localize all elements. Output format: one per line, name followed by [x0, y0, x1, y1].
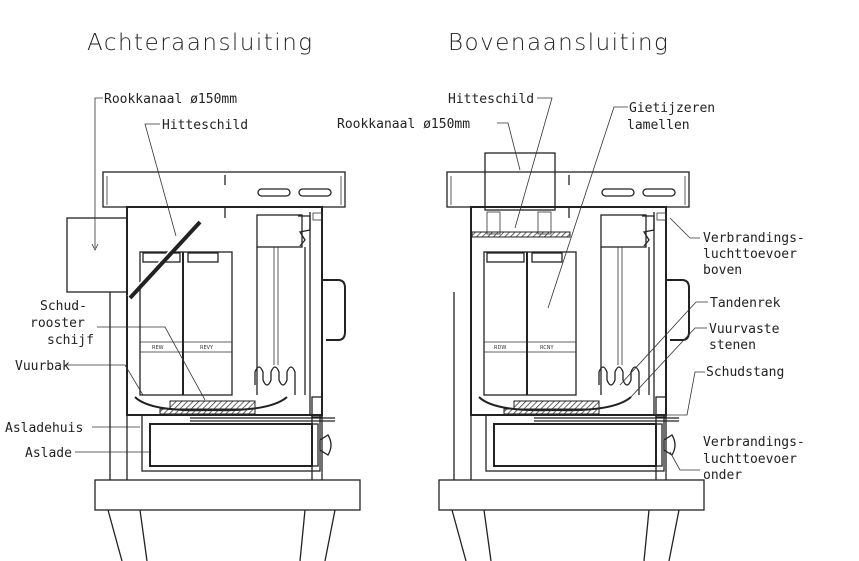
label-gietijzeren-2: lamellen [627, 118, 690, 133]
plate-label: REW [152, 345, 164, 351]
label-hitteschild-left: Hitteschild [162, 118, 248, 133]
label-schud-1: Schud- [40, 299, 87, 314]
label-verbranding-onder-2: luchttoevoer [703, 452, 797, 467]
label-verbranding-boven-3: boven [703, 263, 742, 278]
label-verbranding-onder-3: onder [703, 468, 742, 483]
plate-label: REVY [200, 345, 214, 351]
top-flue-box [484, 152, 556, 211]
label-vuurvaste-1: Vuurvaste [709, 322, 780, 337]
label-tandenrek: Tandenrek [710, 296, 781, 311]
left-title: Achteraansluiting [87, 30, 314, 56]
right-title: Bovenaansluiting [448, 30, 669, 56]
label-gietijzeren-1: Gietijzeren [629, 101, 715, 116]
label-schud-2: rooster [30, 316, 85, 331]
heat-shield [471, 231, 571, 238]
label-schudstang: Schudstang [706, 365, 784, 380]
plate-label: RCNY [540, 345, 554, 351]
label-aslade: Aslade [25, 446, 72, 461]
label-vuurvaste-2: stenen [709, 338, 756, 353]
label-asladehuis: Asladehuis [5, 421, 83, 436]
label-vuurbak: Vuurbak [15, 359, 70, 374]
label-hitteschild-right: Hitteschild [448, 92, 534, 107]
left-stove [66, 171, 361, 561]
plate-label: RDW [494, 345, 506, 351]
left-leaders [65, 97, 206, 453]
rear-flue-box [66, 217, 128, 293]
label-rookkanaal-left: Rookkanaal ø150mm [104, 92, 237, 107]
label-verbranding-onder-1: Verbrandings- [703, 435, 805, 450]
label-verbranding-boven-1: Verbrandings- [703, 231, 805, 246]
right-leaders [497, 97, 708, 471]
label-verbranding-boven-2: luchttoevoer [703, 247, 797, 262]
right-stove [438, 152, 705, 561]
label-rookkanaal-right: Rookkanaal ø150mm [337, 117, 470, 132]
label-schud-3: schijf [47, 333, 94, 348]
heat-shield [128, 220, 202, 300]
